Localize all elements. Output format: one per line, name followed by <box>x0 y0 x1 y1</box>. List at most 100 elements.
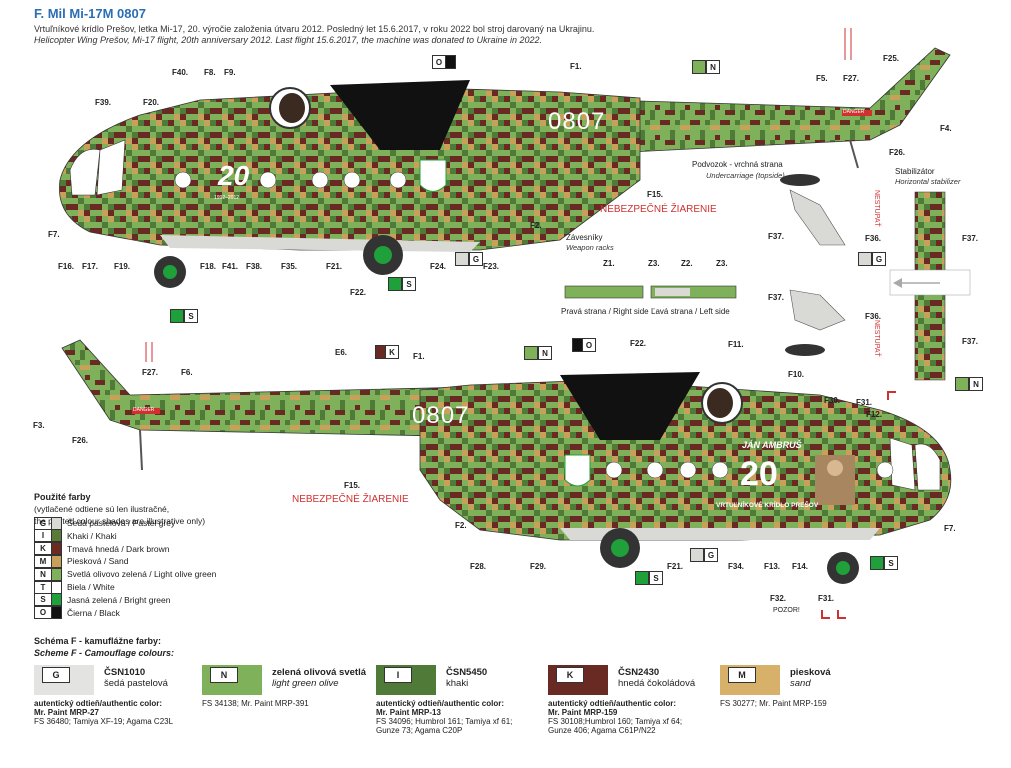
marker-K-bottom: K <box>375 345 399 359</box>
scheme-paint: Mr. Paint MRP-13 <box>376 708 441 717</box>
rack-right-side: Pravá strana / Right side <box>561 307 649 316</box>
legend-label: Čierna / Black <box>67 607 120 618</box>
description-sk: Vrtuľníkové krídlo Prešov, letka Mi-17, … <box>34 24 595 34</box>
callout-F21: F21. <box>326 262 343 271</box>
unit-banner: VRTUĽNÍKOVÉ KRÍDLO PREŠOV <box>716 502 819 509</box>
weapon-racks <box>564 285 737 299</box>
scheme-name: ČSN1010 <box>104 667 146 678</box>
legend-code: O <box>34 606 52 620</box>
marker-G-top: G <box>455 252 483 266</box>
scheme-code: M <box>728 667 756 683</box>
callout-F7-b: F7. <box>944 524 956 533</box>
scheme-name-2: light green olive <box>272 678 339 689</box>
scheme-code: K <box>556 667 584 683</box>
anniversary-years: 1992–2012 <box>214 195 240 201</box>
callout-F25: F25. <box>883 54 900 63</box>
callout-F11: F11. <box>728 340 744 349</box>
scheme-refs-2: Gunze 73; Agama C20P <box>376 726 463 735</box>
racks-title-sk: Závesníky <box>566 233 603 242</box>
callout-F18: F18. <box>200 262 217 271</box>
rack-Z1: Z1. <box>603 259 615 268</box>
callout-F26: F26. <box>889 148 906 157</box>
legend-code: K <box>34 542 52 556</box>
callout-F21-b: F21. <box>667 562 684 571</box>
scheme-refs: FS 36480; Tamiya XF-19; Agama C23L <box>34 717 174 726</box>
marker-S-bottom1: S <box>635 571 663 585</box>
legend-label: Tmavá hnedá / Dark brown <box>67 543 170 554</box>
marker-G-panel: G <box>858 252 886 266</box>
callout-F24: F24. <box>430 262 447 271</box>
scheme-name-2: sand <box>790 678 811 689</box>
scheme-swatch: G <box>34 665 94 695</box>
callout-F3: F3. <box>33 421 45 430</box>
callout-F6: F6. <box>181 368 193 377</box>
callout-F27: F27. <box>843 74 860 83</box>
undercarriage-title-en: Undercarriage (topside) <box>706 171 785 180</box>
callout-F27-b: F27. <box>142 368 159 377</box>
marker-O-top: O <box>432 55 456 69</box>
legend-label: Piesková / Sand <box>67 556 129 567</box>
legend-title: Použité farby <box>34 492 91 502</box>
legend-label: Jasná zelená / Bright green <box>67 594 171 605</box>
scheme-authentic-label: autentický odtieň/authentic color: <box>34 699 163 708</box>
warning-bottom: NEBEZPEČNÉ ŽIARENIE <box>292 494 409 505</box>
callout-F2-b: F2. <box>455 521 467 530</box>
callout-F9: F9. <box>224 68 236 77</box>
callout-F12: F12. <box>866 410 883 419</box>
callout-F2: F2. <box>530 221 542 230</box>
scheme-refs: FS 30277; Mr. Paint MRP-159 <box>720 699 827 708</box>
pozor-label: POZOR! <box>773 607 800 614</box>
stabilizer-title-en: Horizontal stabilizer <box>895 177 961 186</box>
nestupat-bottom: NESTUPAŤ <box>873 320 880 357</box>
scheme-code: G <box>42 667 70 683</box>
stab-F37-b: F37. <box>962 234 979 243</box>
rack-Z3-b: Z3. <box>716 259 728 268</box>
callout-F15-b: F15. <box>344 481 361 490</box>
callout-F20: F20. <box>143 98 160 107</box>
scheme-swatch: I <box>376 665 436 695</box>
callout-F34: F34. <box>728 562 745 571</box>
marker-S-top1: S <box>170 309 198 323</box>
rack-Z2: Z2. <box>681 259 693 268</box>
callout-F10: F10. <box>788 370 805 379</box>
legend-swatch <box>52 554 62 568</box>
undercarriage-panel <box>780 174 971 381</box>
scheme-name-2: šedá pastelová <box>104 678 168 689</box>
danger-top: DANGER <box>843 109 865 115</box>
scheme-name-2: hnedá čokoládová <box>618 678 696 689</box>
scheme-code: I <box>384 667 412 683</box>
marker-N-stab: N <box>955 377 983 391</box>
legend-code: G <box>34 516 52 530</box>
stabilizer-title-sk: Stabilizátor <box>895 167 935 176</box>
warning-top: NEBEZPEČNÉ ŽIARENIE <box>600 204 717 215</box>
scheme-refs: FS 34096; Humbrol 161; Tamiya xf 61; <box>376 717 513 726</box>
callout-F23: F23. <box>483 262 500 271</box>
callout-F5: F5. <box>816 74 828 83</box>
callout-F39: F39. <box>95 98 112 107</box>
marker-N-top: N <box>692 60 720 74</box>
callout-F31: F31. <box>856 398 873 407</box>
callout-F15: F15. <box>647 190 664 199</box>
callout-F4: F4. <box>940 124 952 133</box>
legend-note-2: the printed colour shades are illustrati… <box>34 516 206 526</box>
callout-F28: F28. <box>470 562 487 571</box>
callout-F19: F19. <box>114 262 131 271</box>
legend-swatch <box>52 516 62 530</box>
callout-F29: F29. <box>530 562 547 571</box>
scheme-refs: FS 34138; Mr. Paint MRP-391 <box>202 699 309 708</box>
legend-swatch <box>52 580 62 594</box>
callout-F26-b: F26. <box>72 436 89 445</box>
legend-swatch <box>52 542 62 556</box>
scheme-refs-2: Gunze 406; Agama C61P/N22 <box>548 726 656 735</box>
name-plate: JÁN AMBRUŠ <box>742 440 802 450</box>
legend-label: Svetlá olivovo zelená / Light olive gree… <box>67 569 217 580</box>
callout-F16: F16. <box>58 262 75 271</box>
scheme-name: ČSN2430 <box>618 667 660 678</box>
